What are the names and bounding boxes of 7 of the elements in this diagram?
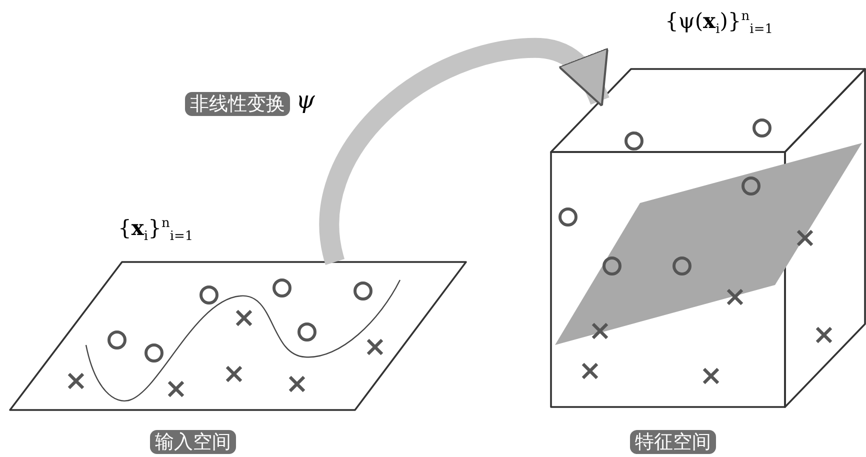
feature-cube bbox=[550, 68, 866, 408]
transform-arrow bbox=[320, 38, 610, 264]
symbol-label: ψ bbox=[296, 86, 315, 114]
label-badge: 非线性变换 bbox=[185, 92, 290, 116]
input-plane bbox=[10, 262, 467, 411]
label-badge: 特征空间 bbox=[630, 430, 716, 454]
label-badge: 输入空间 bbox=[150, 430, 236, 454]
